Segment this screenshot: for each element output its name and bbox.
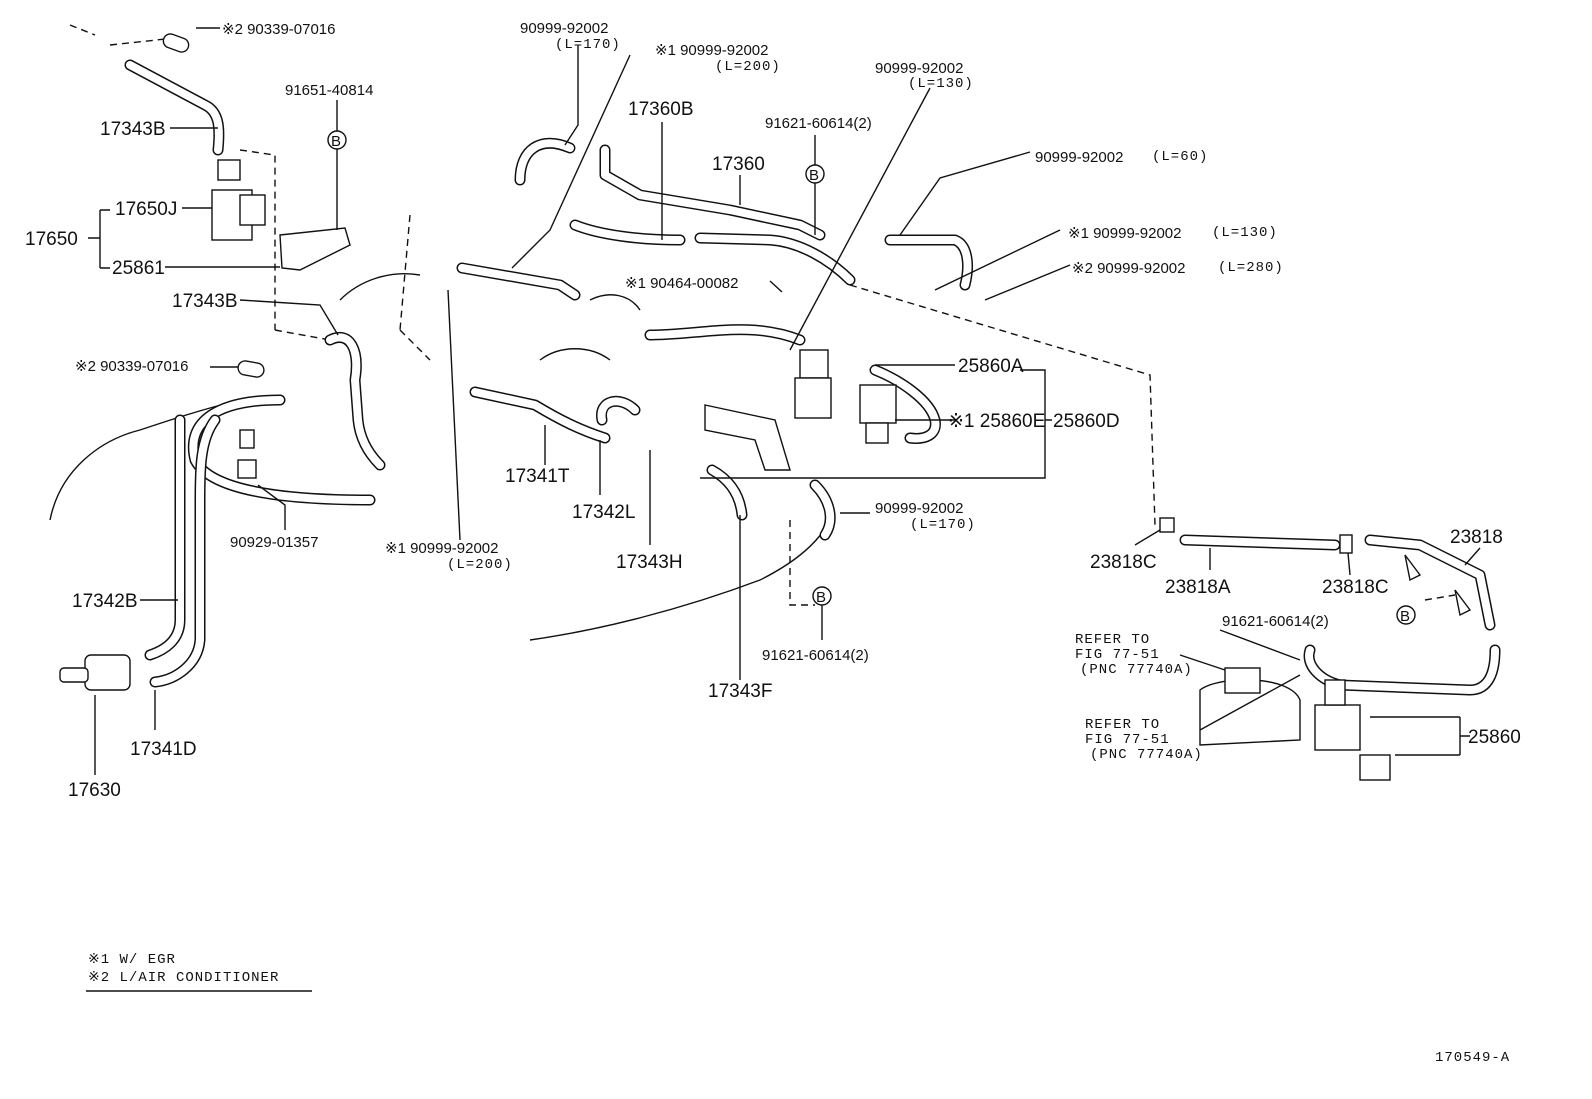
label-91621-top: 91621-60614(2) [765, 115, 872, 132]
label-90464-00082: ※1 90464-00082 [625, 275, 739, 292]
svg-text:FIG 77-51: FIG 77-51 [1075, 647, 1160, 663]
label-90999-h-length: (L=200) [447, 557, 513, 573]
dashed-leaders [69, 24, 1456, 606]
label-90999-a-length: (L=170) [555, 37, 621, 53]
label-23818: 23818 [1450, 527, 1503, 548]
label-23818C-left: 23818C [1090, 552, 1157, 573]
label-90999-b-length: (L=200) [715, 59, 781, 75]
label-90999-f-length: (L=280) [1218, 260, 1284, 276]
legend: ※1 W/ EGR ※2 L/AIR CONDITIONER [86, 952, 312, 992]
label-90339-07016-mid: ※2 90339-07016 [75, 358, 189, 375]
b-reference-marks: B B B B [327, 100, 1416, 640]
label-90999-h: ※1 90999-92002 [385, 540, 499, 557]
label-90999-c: 90999-92002 [875, 60, 963, 77]
label-17630: 17630 [68, 780, 121, 801]
svg-text:(PNC 77740A): (PNC 77740A) [1090, 747, 1203, 763]
svg-text:B: B [809, 167, 819, 184]
engine-outline [49, 214, 831, 641]
label-17341T: 17341T [505, 466, 570, 487]
hoses [124, 59, 1501, 696]
label-90999-a: 90999-92002 [520, 20, 608, 37]
label-17342L: 17342L [572, 502, 635, 523]
refer-note-1: REFER TO FIG 77-51 (PNC 77740A) [1075, 632, 1193, 678]
label-91651-40814: 91651-40814 [285, 82, 373, 99]
svg-text:B: B [1400, 608, 1410, 625]
label-17343F: 17343F [708, 681, 772, 702]
svg-text:B: B [331, 133, 341, 150]
label-17650J: 17650J [115, 199, 177, 220]
label-90999-e-length: (L=130) [1212, 225, 1278, 241]
label-17343B-mid: 17343B [172, 291, 238, 312]
legend-note-2: ※2 L/AIR CONDITIONER [88, 970, 279, 986]
figure-id: 170549-A [1435, 1050, 1510, 1066]
label-90999-f: ※2 90999-92002 [1072, 260, 1186, 277]
label-90999-e: ※1 90999-92002 [1068, 225, 1182, 242]
label-91621-mid: 91621-60614(2) [762, 647, 869, 664]
b-mark-4 [1396, 605, 1416, 625]
components [59, 33, 1472, 781]
label-17360: 17360 [712, 154, 765, 175]
label-25860: 25860 [1468, 727, 1521, 748]
label-25860D: 25860D [1053, 411, 1120, 432]
label-17341D: 17341D [130, 739, 197, 760]
refer-note-2: REFER TO FIG 77-51 (PNC 77740A) [1085, 717, 1203, 763]
svg-text:(PNC 77740A): (PNC 77740A) [1080, 662, 1193, 678]
svg-text:REFER TO: REFER TO [1075, 632, 1150, 648]
label-90339-07016-top: ※2 90339-07016 [222, 21, 336, 38]
label-90999-d: 90999-92002 [1035, 149, 1123, 166]
leader-lines [88, 27, 1481, 775]
label-25861: 25861 [112, 258, 165, 279]
svg-text:REFER TO: REFER TO [1085, 717, 1160, 733]
label-90999-c-length: (L=130) [908, 76, 974, 92]
label-91621-right: 91621-60614(2) [1222, 613, 1329, 630]
label-17360B: 17360B [628, 99, 694, 120]
label-17650: 17650 [25, 229, 78, 250]
label-90999-g: 90999-92002 [875, 500, 963, 517]
label-17343B-top: 17343B [100, 119, 166, 140]
svg-text:B: B [816, 589, 826, 606]
label-90999-b: ※1 90999-92002 [655, 42, 769, 59]
label-25860A: 25860A [958, 356, 1024, 377]
label-25860E: ※1 25860E [948, 411, 1045, 432]
label-17342B: 17342B [72, 591, 138, 612]
label-90929-01357: 90929-01357 [230, 534, 318, 551]
label-90999-d-length: (L=60) [1152, 149, 1208, 165]
label-23818A: 23818A [1165, 577, 1231, 598]
legend-note-1: ※1 W/ EGR [88, 952, 176, 968]
label-17343H: 17343H [616, 552, 683, 573]
part-labels: ※2 90339-07016 17343B 91651-40814 17650 … [25, 20, 1521, 801]
label-23818C-right: 23818C [1322, 577, 1389, 598]
label-90999-g-length: (L=170) [910, 517, 976, 533]
svg-text:FIG 77-51: FIG 77-51 [1085, 732, 1170, 748]
